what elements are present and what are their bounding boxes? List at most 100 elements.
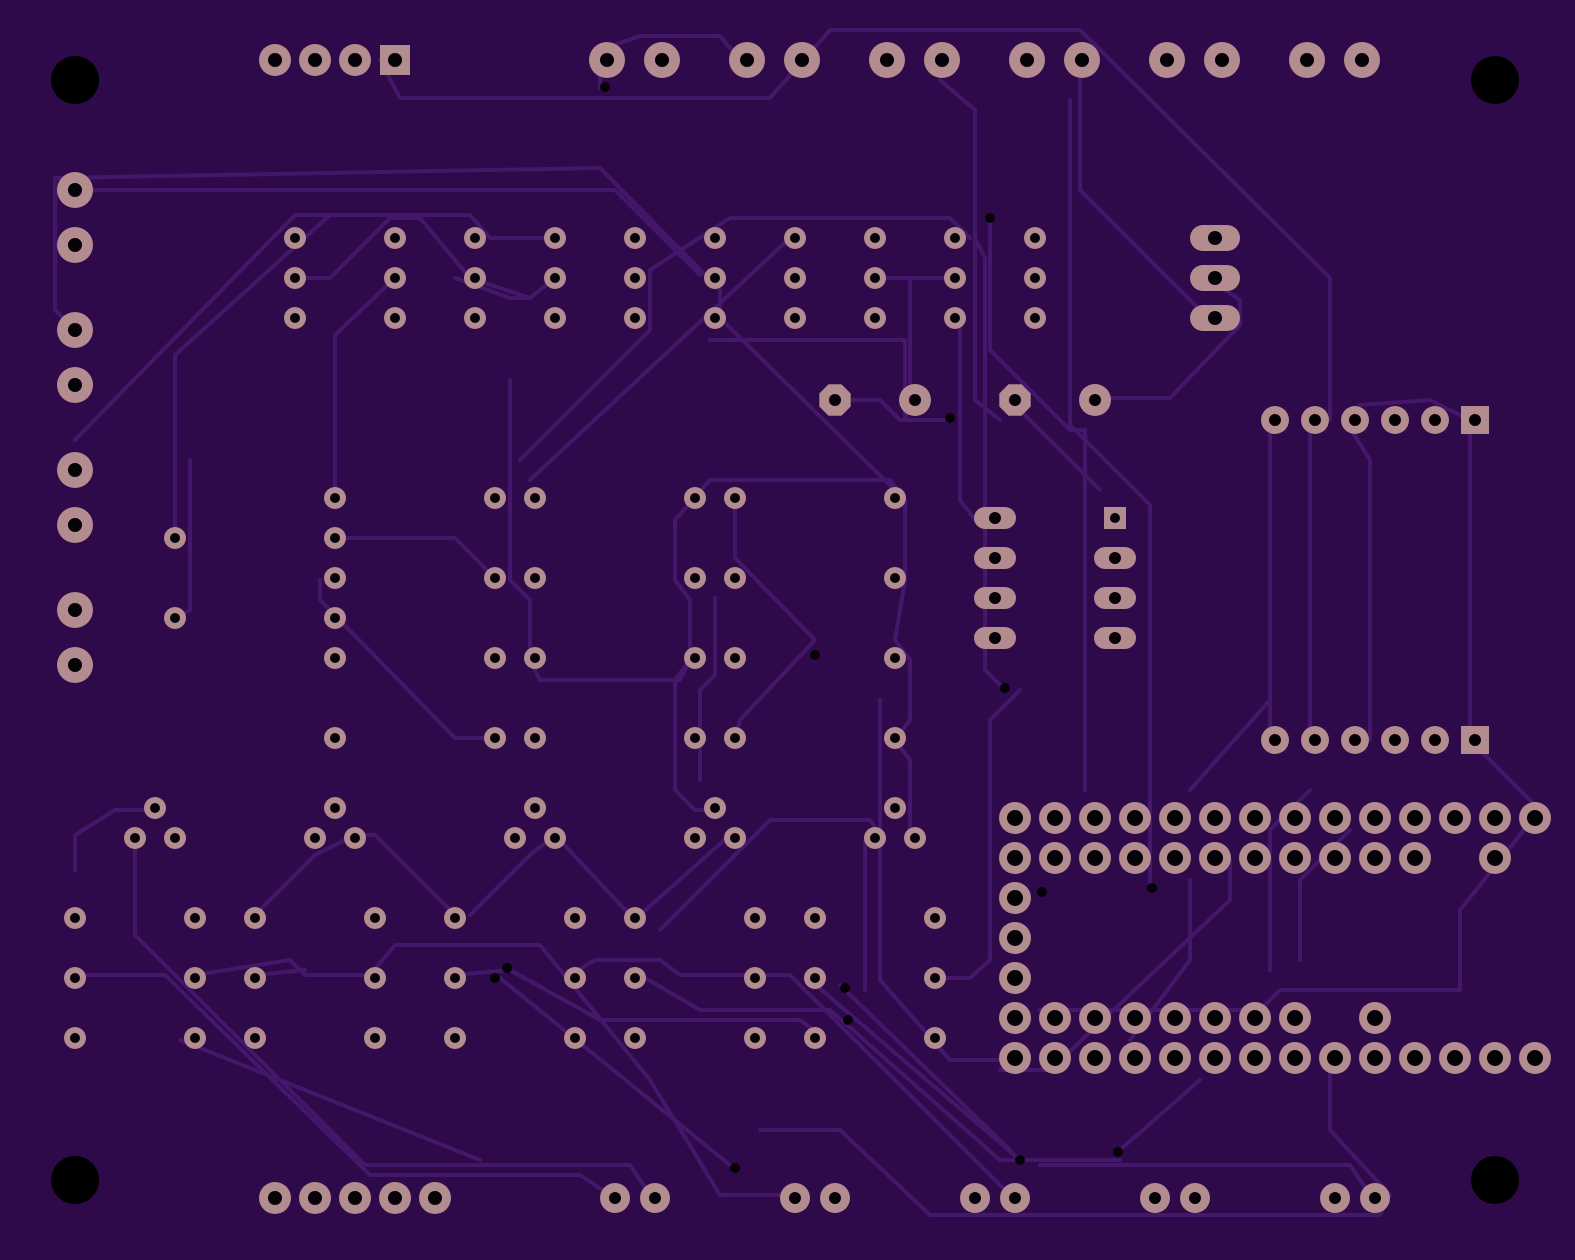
through-hole-pad [899, 384, 931, 416]
oval-pad [1190, 225, 1240, 251]
through-hole-pad [564, 1027, 586, 1049]
through-hole-pad [624, 267, 646, 289]
through-hole-pad [544, 267, 566, 289]
through-hole-pad [324, 727, 346, 749]
through-hole-pad [464, 267, 486, 289]
through-hole-pad [164, 827, 186, 849]
through-hole-pad [544, 227, 566, 249]
through-hole-pad [444, 1027, 466, 1049]
through-hole-pad [244, 967, 266, 989]
through-hole-pad [1039, 842, 1071, 874]
through-hole-pad [1381, 726, 1409, 754]
through-hole-pad [724, 487, 746, 509]
oval-pad [1094, 627, 1136, 649]
through-hole-pad [744, 1027, 766, 1049]
through-hole-pad [780, 1183, 810, 1213]
through-hole-pad [884, 647, 906, 669]
through-hole-pad [1199, 842, 1231, 874]
oval-pad [1094, 587, 1136, 609]
through-hole-pad [644, 42, 680, 78]
through-hole-pad [924, 967, 946, 989]
through-hole-pad [1399, 842, 1431, 874]
through-hole-pad [1381, 406, 1409, 434]
through-hole-pad [624, 307, 646, 329]
mounting-holes [51, 56, 1519, 1204]
through-hole-pad [624, 907, 646, 929]
through-hole-pad [1159, 802, 1191, 834]
through-hole-pad [57, 172, 93, 208]
through-hole-pad [184, 1027, 206, 1049]
oval-pad [1190, 265, 1240, 291]
through-hole-pad [57, 452, 93, 488]
through-hole-pad [144, 797, 166, 819]
through-hole-pad [999, 1042, 1031, 1074]
through-hole-pad [1199, 1002, 1231, 1034]
through-hole-pad [284, 267, 306, 289]
through-hole-pad [724, 727, 746, 749]
through-hole-pad [284, 307, 306, 329]
through-hole-pad [704, 797, 726, 819]
oval-pad [974, 507, 1016, 529]
through-hole-pad [379, 1182, 411, 1214]
through-hole-pad [864, 827, 886, 849]
through-hole-pad [484, 647, 506, 669]
through-hole-pad [869, 42, 905, 78]
through-hole-pad [544, 827, 566, 849]
through-hole-pad [1119, 802, 1151, 834]
through-hole-pad [324, 607, 346, 629]
square-pin-1-pad [380, 45, 410, 75]
through-hole-pad [1519, 1042, 1551, 1074]
through-hole-pad [1204, 42, 1240, 78]
oval-pad [974, 547, 1016, 569]
through-hole-pad [484, 727, 506, 749]
through-hole-pad [1341, 726, 1369, 754]
through-hole-pad [704, 267, 726, 289]
through-hole-pad [904, 827, 926, 849]
component-pads [57, 42, 1551, 1214]
through-hole-pad [344, 827, 366, 849]
through-hole-pad [444, 967, 466, 989]
through-hole-pad [524, 647, 546, 669]
through-hole-pad [1399, 802, 1431, 834]
through-hole-pad [1359, 842, 1391, 874]
through-hole-pad [884, 567, 906, 589]
through-hole-pad [999, 962, 1031, 994]
through-hole-pad [339, 44, 371, 76]
through-hole-pad [820, 1183, 850, 1213]
through-hole-pad [1421, 406, 1449, 434]
through-hole-pad [864, 307, 886, 329]
through-hole-pad [1479, 802, 1511, 834]
through-hole-pad [684, 487, 706, 509]
through-hole-pad [524, 727, 546, 749]
through-hole-pad [1239, 802, 1271, 834]
through-hole-pad [724, 567, 746, 589]
through-hole-pad [57, 312, 93, 348]
through-hole-pad [884, 487, 906, 509]
through-hole-pad [924, 907, 946, 929]
through-hole-pad [164, 607, 186, 629]
through-hole-pad [1399, 1042, 1431, 1074]
through-hole-pad [804, 967, 826, 989]
through-hole-pad [164, 527, 186, 549]
through-hole-pad [304, 827, 326, 849]
through-hole-pad [1341, 406, 1369, 434]
through-hole-pad [364, 1027, 386, 1049]
through-hole-pad [1119, 842, 1151, 874]
through-hole-pad [724, 647, 746, 669]
through-hole-pad [684, 647, 706, 669]
through-hole-pad [1239, 1042, 1271, 1074]
through-hole-pad [944, 267, 966, 289]
through-hole-pad [1024, 267, 1046, 289]
mounting-hole [51, 1156, 99, 1204]
through-hole-pad [1319, 842, 1351, 874]
through-hole-pad [1039, 802, 1071, 834]
through-hole-pad [784, 267, 806, 289]
through-hole-pad [57, 507, 93, 543]
through-hole-pad [729, 42, 765, 78]
through-hole-pad [244, 1027, 266, 1049]
through-hole-pad [1359, 802, 1391, 834]
through-hole-pad [544, 307, 566, 329]
through-hole-pad [624, 967, 646, 989]
